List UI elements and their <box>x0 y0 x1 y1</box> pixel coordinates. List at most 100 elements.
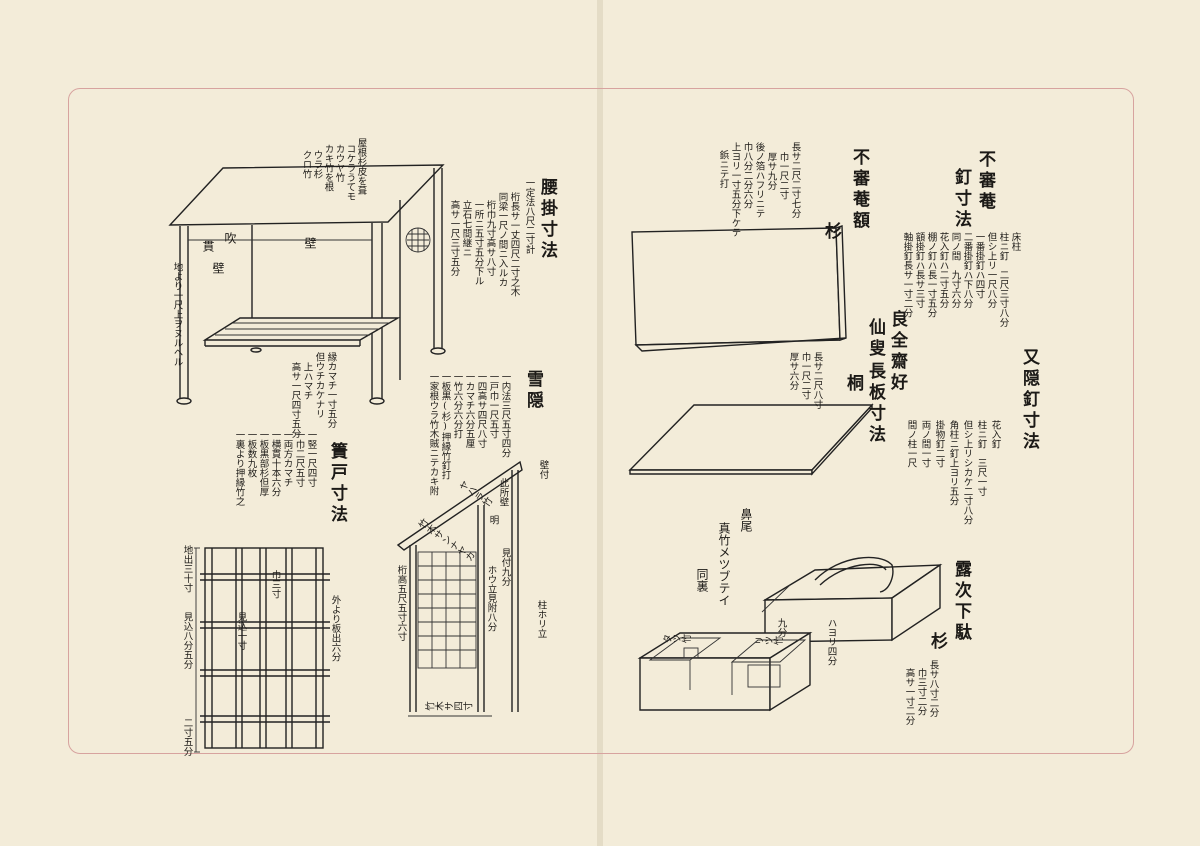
yukigakushi-label: 見付九分 <box>499 548 511 586</box>
gaku-author: 良全齋好 <box>887 310 907 394</box>
yukigakushi-label: 桁高五尺五寸六寸 <box>395 565 407 641</box>
gaku-note: 巾一尺二寸 <box>777 152 789 200</box>
label-kabe: 壁 <box>211 262 225 274</box>
gaku-note: 後ノ箔ハフリニテ <box>753 142 765 218</box>
fushinan-note: 二番掛釘ハ下八分 <box>961 232 973 308</box>
label-fuki: 吹 <box>223 232 237 244</box>
label-kabe: 壁 <box>303 237 317 249</box>
matagakushi-note: 角柱ニ釘上ヨリ五分 <box>947 420 959 506</box>
sukido-dim: 見込八分五分 <box>181 612 193 669</box>
koshikake-side-note: 地より一尺上ヲヌルヘル <box>171 262 183 367</box>
gaku-note: 上ヨリ一寸五分下ケテ <box>729 142 741 237</box>
geta-note: 長サ八寸二分 <box>927 660 939 717</box>
koshikake-note: 一定法八尺二寸計 <box>523 178 535 254</box>
fushinan-note: 柱ニ釘 二尺三寸八分 <box>997 232 1009 327</box>
geta-label: 九分 <box>775 618 787 637</box>
sukido-inner: 巾三寸 <box>269 570 281 599</box>
matagakushi-note: 間ノ柱一尺 <box>905 420 917 468</box>
yukigakushi-label: 竹木サ四寸 <box>425 702 473 713</box>
koshikake-note: 立石七間継ニ <box>460 200 472 257</box>
geta-hanao: 鼻尾 <box>739 508 753 532</box>
sukido-note: 一板黒部杉但厚 <box>257 430 269 497</box>
geta-hanao: 同裏 <box>695 568 709 592</box>
geta-hanao: 真竹メツブテイ <box>717 522 731 606</box>
yukigakushi-note: 一カマチ六分五厘 <box>463 372 475 448</box>
fushinan-note: 床柱 <box>1009 232 1021 251</box>
geta-note: 高サ一寸二分 <box>903 668 915 725</box>
matagakushi-note: 但シ上リシカケ二寸八分 <box>961 420 973 525</box>
fushinan-note: 額掛釘ハ長サ三寸 <box>913 232 925 308</box>
yukigakushi-note: 一竹六分六分打 <box>451 372 463 439</box>
roof-note: クロ竹 <box>300 150 312 179</box>
koshikake-note: 一所ニ五寸五分下ル <box>472 200 484 286</box>
geta-label: リツ竹 <box>754 636 784 648</box>
sendai-name: 仙叟 <box>865 318 885 360</box>
matagakushi-title: 又隠釘寸法 <box>1019 348 1039 453</box>
roof-note: 屋根杉皮を葺 <box>355 138 367 195</box>
koshikake-note: 桁長サ一丈四尺二寸之木 <box>508 192 520 297</box>
yukigakushi-note: 一内法三尺五寸四分 <box>499 372 511 458</box>
sukido-dim: 二寸五分 <box>181 718 193 756</box>
geta-note: 巾三寸二分 <box>915 668 927 716</box>
nagaita-title: 長板寸法 <box>865 362 885 446</box>
yukigakushi-label: 明 <box>487 515 499 525</box>
gaku-wood: 杉 <box>821 222 841 243</box>
sukido-note: 一巾二尺五寸 <box>293 430 305 487</box>
geta-wood: 杉 <box>927 632 947 653</box>
sukido-note: 一横貫十本六分 <box>269 430 281 497</box>
gaku-note: 巾八分二分六分 <box>741 142 753 209</box>
sukido-drawing <box>194 547 330 753</box>
fushinan-subtitle: 釘寸法 <box>951 168 971 231</box>
yukigakushi-title: 雪隠 <box>523 370 543 412</box>
sukido-inner: 見込一寸 <box>235 612 247 650</box>
yukigakushi-label: ホウ立見附八分 <box>485 565 497 632</box>
fushinan-note: 棚ノ釘ハ長一寸五分 <box>925 232 937 318</box>
geta-title: 露次下駄 <box>951 560 971 644</box>
nagaita-note: 厚サ六分 <box>787 352 799 390</box>
yukigakushi-label: 此所壁 <box>497 478 509 507</box>
koshikake-note: 桁巾九寸高サ八寸 <box>484 200 496 276</box>
yukigakushi-note: 一四高サ四尺八寸 <box>475 372 487 448</box>
sukido-note: 一両方カマチ <box>281 430 293 487</box>
gaku-title: 不審菴額 <box>849 148 869 232</box>
fushinan-note: 但シ上リ一尺八分 <box>985 232 997 308</box>
matagakushi-note: 掛物釘二寸 <box>933 420 945 468</box>
matagakushi-note: 柱ニ釘 三尺一寸 <box>975 420 987 496</box>
geta-label: タツ竹 <box>662 634 692 646</box>
yukigakushi-label: 壁付 <box>537 460 549 479</box>
yukigakushi-label: 柱ホリ立 <box>535 600 547 638</box>
yukigakushi-note: 一戸巾一尺五寸 <box>487 372 499 439</box>
roof-note: ウラ杉 <box>311 150 323 179</box>
yukigakushi-note: 一板黒(杉)押縁竹釘打 <box>439 372 451 480</box>
bench-note: 高サ一尺四寸五分 <box>289 362 301 438</box>
gutter <box>597 0 603 846</box>
nagaita-note: 長サ二尺八寸 <box>811 352 823 409</box>
bench-note: 但ウチカケナリ <box>313 352 325 419</box>
gaku-note: 長サ二尺二寸七分 <box>789 142 801 218</box>
koshikake-drawing <box>168 164 446 405</box>
sukido-note: 一板数九枚 <box>245 430 257 478</box>
fushinan-note: 同ノ間 九寸六分 <box>949 232 961 308</box>
roof-note: カウヤ竹 <box>333 144 345 182</box>
fushinan-note: 軸掛釘長サ一寸二分 <box>901 232 913 318</box>
matagakushi-note: 花入釘 <box>989 420 1001 449</box>
nagaita-drawing <box>628 403 874 476</box>
bench-note: 縁カマチ一寸五分 <box>325 352 337 428</box>
matagakushi-note: 両ノ間一寸 <box>919 420 931 468</box>
gaku-note: 鋲ニテ打 <box>717 150 729 188</box>
nagaita-wood: 桐 <box>843 374 863 395</box>
label-nuki: 貫 <box>201 240 215 252</box>
koshikake-note: 同梁一尺ノ間ニ入ルカ <box>496 192 508 287</box>
roof-note: コケラうてモ <box>344 144 356 201</box>
geta-drawing <box>637 556 943 712</box>
koshikake-title: 腰掛寸法 <box>537 178 557 262</box>
gaku-note: 厚サ九分 <box>765 152 777 190</box>
geta-label: ハヨリ四分 <box>825 618 837 666</box>
printed-border <box>68 88 1134 754</box>
gaku-drawing <box>631 225 847 352</box>
sukido-title: 簀戸寸法 <box>327 442 347 526</box>
yukigakushi-note: 一家根ウラ竹木賊ニテカキ附 <box>427 372 439 496</box>
fushinan-title: 不審菴 <box>975 150 995 213</box>
koshikake-note: 高サ一尺三寸五分 <box>448 200 460 276</box>
